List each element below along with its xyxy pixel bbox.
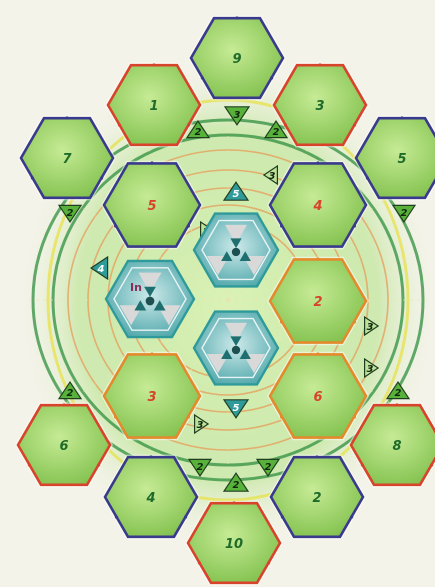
port-number: 3 — [269, 171, 276, 182]
hex-number: 2 — [312, 491, 321, 506]
port-number: 2 — [233, 480, 240, 491]
hex-number: 6 — [313, 390, 322, 405]
hex-number: 4 — [312, 199, 322, 214]
corner-dot — [28, 463, 31, 466]
port-number: 5 — [233, 189, 240, 200]
corner-dot — [315, 455, 318, 458]
corner-dot — [65, 116, 68, 119]
corner-dot — [316, 161, 319, 164]
port-number: 3 — [234, 110, 241, 121]
corner-dot — [114, 224, 117, 227]
corner-dot — [114, 415, 117, 418]
corner-dot — [31, 176, 34, 179]
corner-dot — [198, 561, 201, 564]
hex-number: 6 — [59, 439, 68, 454]
hex-number: 1 — [149, 99, 158, 114]
hex-number: 9 — [232, 52, 241, 67]
port-number: 2 — [273, 127, 280, 138]
hex-number: 3 — [315, 99, 324, 114]
corner-dot — [235, 16, 238, 19]
corner-dot — [100, 176, 103, 179]
port-number: 5 — [233, 403, 240, 414]
corner-dot — [353, 123, 356, 126]
corner-dot — [270, 76, 273, 79]
corner-dot — [150, 161, 153, 164]
corner-dot — [267, 561, 270, 564]
teal-hex-label: In — [130, 281, 142, 294]
corner-dot — [232, 501, 235, 504]
corner-dot — [284, 123, 287, 126]
corner-dot — [187, 224, 190, 227]
hex-number: 5 — [397, 152, 406, 167]
corner-dot — [395, 403, 398, 406]
corner-dot — [316, 257, 319, 260]
port-number: 4 — [97, 264, 105, 275]
hex-number: 8 — [392, 439, 401, 454]
corner-dot — [350, 515, 353, 518]
port-number: 2 — [67, 208, 74, 219]
hex-number: 3 — [147, 390, 156, 405]
hub — [232, 346, 240, 354]
corner-dot — [280, 320, 283, 323]
hex-number: 10 — [225, 537, 243, 552]
port-number: 2 — [197, 462, 204, 473]
hex-number: 4 — [145, 491, 155, 506]
port-number: 2 — [67, 388, 74, 399]
corner-dot — [430, 463, 433, 466]
corner-dot — [149, 455, 152, 458]
port-number: 2 — [395, 388, 402, 399]
corner-dot — [115, 515, 118, 518]
corner-dot — [187, 123, 190, 126]
port-number: 2 — [195, 127, 202, 138]
corner-dot — [353, 415, 356, 418]
corner-dot — [353, 224, 356, 227]
corner-dot — [62, 403, 65, 406]
port-number: 3 — [367, 364, 374, 375]
corner-dot — [400, 116, 403, 119]
corner-dot — [201, 76, 204, 79]
corner-dot — [97, 463, 100, 466]
corner-dot — [353, 320, 356, 323]
hub — [146, 297, 155, 306]
corner-dot — [280, 224, 283, 227]
corner-dot — [118, 123, 121, 126]
port-number: 3 — [197, 420, 204, 431]
corner-dot — [152, 63, 155, 66]
hex-number: 2 — [313, 295, 322, 310]
corner-dot — [281, 515, 284, 518]
port-number: 2 — [265, 462, 272, 473]
corner-dot — [280, 415, 283, 418]
port-number: 2 — [401, 208, 408, 219]
corner-dot — [150, 352, 153, 355]
hub — [232, 248, 240, 256]
corner-dot — [184, 515, 187, 518]
corner-dot — [361, 463, 364, 466]
hex-number: 5 — [147, 199, 156, 214]
corner-dot — [187, 415, 190, 418]
corner-dot — [318, 63, 321, 66]
corner-dot — [366, 176, 369, 179]
corner-dot — [316, 352, 319, 355]
hex-number: 7 — [62, 152, 72, 167]
port-number: 3 — [367, 322, 374, 333]
